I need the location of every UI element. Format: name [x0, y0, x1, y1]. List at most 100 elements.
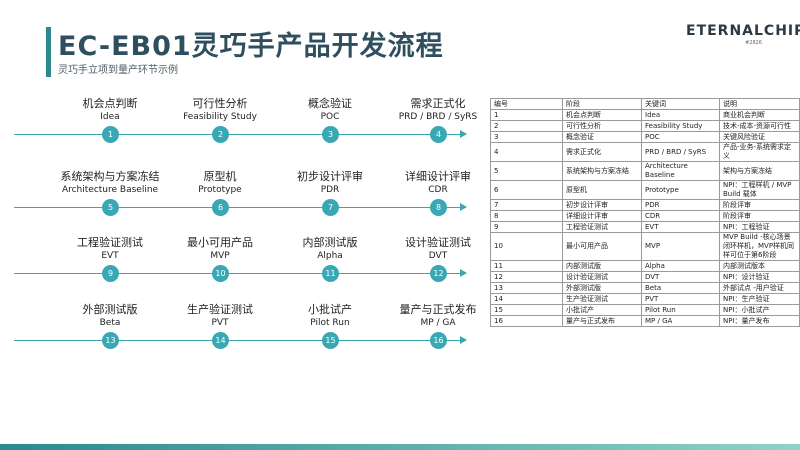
flow-step: 需求正式化 PRD / BRD / SyRS 4: [383, 97, 493, 157]
step-keyword: Architecture Baseline: [61, 185, 159, 195]
step-number-badge: 16: [430, 332, 447, 349]
table-cell: 15: [490, 304, 563, 316]
step-number-badge: 5: [102, 199, 119, 216]
table-cell: 需求正式化: [562, 142, 642, 162]
step-keyword: POC: [320, 112, 340, 122]
table-cell: 关键风险验证: [719, 131, 800, 143]
flow-step: 系统架构与方案冻结 Architecture Baseline 5: [55, 170, 165, 230]
step-name: 可行性分析: [192, 97, 248, 110]
flow-step: 可行性分析 Feasibility Study 2: [165, 97, 275, 157]
step-number-badge: 12: [430, 265, 447, 282]
table-cell: NPI：设计验证: [719, 271, 800, 283]
arrow-right-icon: [460, 203, 467, 211]
flow-step: 设计验证测试 DVT 12: [383, 236, 493, 296]
logo-subtext: #2826: [745, 40, 762, 46]
step-name: 外部测试版: [82, 303, 138, 316]
flow-step: 内部测试版 Alpha 11: [275, 236, 385, 296]
table-cell: 3: [490, 131, 563, 143]
flow-step: 小批试产 Pilot Run 15: [275, 303, 385, 363]
table-cell: MVP: [641, 232, 720, 261]
table-cell: 13: [490, 282, 563, 294]
table-cell: 5: [490, 161, 563, 181]
step-number-badge: 10: [212, 265, 229, 282]
table-cell: 8: [490, 210, 563, 222]
table-cell: Architecture Baseline: [641, 161, 720, 181]
flow-step: 工程验证测试 EVT 9: [55, 236, 165, 296]
table-cell: 设计验证测试: [562, 271, 642, 283]
arrow-right-icon: [460, 336, 467, 344]
table-cell: 外部试点 -用户验证: [719, 282, 800, 294]
step-number-badge: 2: [212, 126, 229, 143]
flow-line: [14, 340, 466, 341]
step-name: 量产与正式发布: [399, 303, 477, 316]
table-cell: 系统架构与方案冻结: [562, 161, 642, 181]
table-cell: NPI：生产验证: [719, 293, 800, 305]
step-name: 系统架构与方案冻结: [60, 170, 160, 183]
table-cell: 产品-业务-系统需求定义: [719, 142, 800, 162]
flow-row-4: 外部测试版 Beta 13 生产验证测试 PVT 14 小批试产 Pilot R…: [14, 303, 477, 363]
step-keyword: CDR: [428, 185, 448, 195]
step-number-badge: 13: [102, 332, 119, 349]
table-cell: 10: [490, 232, 563, 261]
step-keyword: Prototype: [198, 185, 242, 195]
step-name: 原型机: [203, 170, 237, 183]
table-cell: 11: [490, 260, 563, 272]
table-cell: 生产验证测试: [562, 293, 642, 305]
flow-line: [14, 207, 466, 208]
table-cell: 4: [490, 142, 563, 162]
step-name: 机会点判断: [82, 97, 138, 110]
step-number-badge: 8: [430, 199, 447, 216]
step-number-badge: 7: [322, 199, 339, 216]
page-subtitle: 灵巧手立项到量产环节示例: [58, 65, 178, 76]
table-cell: 量产与正式发布: [562, 315, 642, 327]
step-keyword: MVP: [210, 251, 230, 261]
step-keyword: MP / GA: [420, 318, 456, 328]
bottom-accent-bar: [0, 444, 800, 450]
step-name: 需求正式化: [410, 97, 466, 110]
table-cell: Beta: [641, 282, 720, 294]
step-name: 概念验证: [308, 97, 352, 110]
table-cell: 内部测试版: [562, 260, 642, 272]
table-cell: Pilot Run: [641, 304, 720, 316]
table-cell: Feasibility Study: [641, 120, 720, 132]
flow-step: 原型机 Prototype 6: [165, 170, 275, 230]
flow-step: 概念验证 POC 3: [275, 97, 385, 157]
step-keyword: Pilot Run: [310, 318, 350, 328]
table-cell: 原型机: [562, 180, 642, 200]
flow-row-3: 工程验证测试 EVT 9 最小可用产品 MVP 10 内部测试版 Alpha 1…: [14, 236, 471, 296]
table-cell: Prototype: [641, 180, 720, 200]
flow-step: 生产验证测试 PVT 14: [165, 303, 275, 363]
arrow-right-icon: [460, 130, 467, 138]
column-header: 关键词: [641, 98, 720, 110]
table-cell: Alpha: [641, 260, 720, 272]
flow-step: 机会点判断 Idea 1: [55, 97, 165, 157]
table-cell: 外部测试版: [562, 282, 642, 294]
step-number-badge: 15: [322, 332, 339, 349]
table-cell: 商业机会判断: [719, 109, 800, 121]
step-number-badge: 14: [212, 332, 229, 349]
table-cell: 9: [490, 221, 563, 233]
step-name: 设计验证测试: [405, 236, 471, 249]
table-cell: 12: [490, 271, 563, 283]
table-cell: NPI：量产发布: [719, 315, 800, 327]
step-number-badge: 4: [430, 126, 447, 143]
table-cell: 概念验证: [562, 131, 642, 143]
step-keyword: Idea: [100, 112, 120, 122]
step-name: 小批试产: [308, 303, 352, 316]
table-cell: 1: [490, 109, 563, 121]
table-cell: 6: [490, 180, 563, 200]
step-number-badge: 3: [322, 126, 339, 143]
table-header-row: 编号 阶段 关键词 说明: [490, 98, 800, 110]
table-cell: PRD / BRD / SyRS: [641, 142, 720, 162]
table-cell: 内部测试版本: [719, 260, 800, 272]
step-keyword: Feasibility Study: [183, 112, 257, 122]
